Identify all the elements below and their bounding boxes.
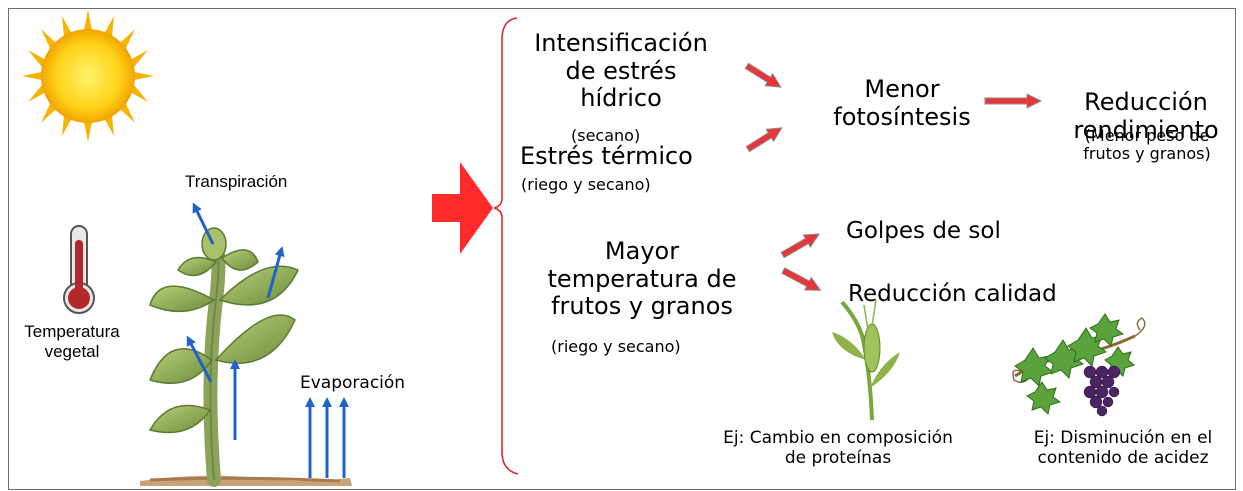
arrow-heat-to-photo — [745, 127, 783, 153]
wheat-example: Ej: Cambio en composición de proteínas — [688, 428, 988, 468]
photosynthesis-line-2: fotosíntesis — [833, 102, 971, 131]
wheat-example-line-2: de proteínas — [784, 447, 892, 468]
arrow-temp-to-quality — [781, 267, 822, 291]
water-stress-line-2: de estrés — [565, 56, 677, 85]
yield-line-2: rendimiento — [1073, 115, 1219, 144]
wheat-example-line-1: Ej: Cambio en composición — [723, 428, 953, 448]
heat-stress-note: (riego y secano) — [521, 175, 651, 194]
fruit-temperature-line-2: temperatura de — [547, 264, 737, 293]
plant-temperature-label: Temperatura vegetal — [22, 322, 122, 361]
water-stress-note: (secano) — [571, 126, 641, 145]
plant-temperature-line-2: vegetal — [44, 341, 100, 361]
diagram-frame — [8, 8, 1236, 490]
water-stress-line-3: hídrico — [580, 84, 662, 113]
water-stress-label: Intensificación de estrés hídrico — [520, 29, 722, 113]
photosynthesis-line-1: Menor — [864, 75, 940, 103]
heat-stress-label: Estrés térmico — [520, 142, 693, 170]
fruit-temperature-note: (riego y secano) — [551, 337, 681, 356]
plant-temperature-line-1: Temperatura — [24, 322, 120, 341]
vapor-arrows — [186, 202, 349, 478]
plant-icon — [140, 227, 352, 487]
bracket — [493, 17, 519, 475]
thermometer-icon — [63, 225, 95, 314]
arrow-stress-to-photo — [744, 62, 782, 88]
arrow-photo-to-yield — [984, 93, 1043, 109]
water-stress-line-1: Intensificación — [534, 29, 708, 57]
grape-example-line-2: contenido de acidez — [1037, 447, 1209, 468]
wheat-icon — [832, 299, 900, 421]
transpiration-arrow-right — [266, 246, 285, 299]
fruit-temperature-line-3: frutos y granos — [551, 292, 733, 321]
grape-example: Ej: Disminución en el contenido de acide… — [1006, 428, 1240, 468]
photosynthesis-label: Menor fotosíntesis — [802, 75, 1002, 131]
sunburn-label: Golpes de sol — [846, 218, 1001, 244]
grape-example-line-1: Ej: Disminución en el — [1033, 428, 1213, 448]
evaporation-label: Evaporación — [300, 373, 406, 393]
sun-icon — [22, 10, 154, 142]
transpiration-arrow-left — [186, 335, 213, 383]
grape-vine-icon — [1012, 313, 1146, 417]
transpiration-label: Transpiración — [185, 172, 288, 191]
fruit-temperature-label: Mayor temperatura de frutos y granos — [520, 237, 764, 321]
yield-note-line-1: (Menor peso de — [1084, 126, 1210, 145]
arrow-temp-to-sunburn — [780, 233, 821, 259]
main-red-arrow — [432, 162, 493, 254]
quality-label: Reducción calidad — [848, 281, 1057, 307]
yield-note: (Menor peso de frutos y granos) — [1057, 126, 1237, 164]
yield-label: Reducción rendimiento — [1053, 88, 1239, 144]
yield-note-line-2: frutos y granos) — [1083, 144, 1211, 164]
fruit-temperature-line-1: Mayor — [604, 237, 680, 265]
yield-line-1: Reducción — [1084, 88, 1208, 116]
transpiration-arrow-top — [192, 202, 215, 245]
red-arrows — [744, 62, 1043, 291]
